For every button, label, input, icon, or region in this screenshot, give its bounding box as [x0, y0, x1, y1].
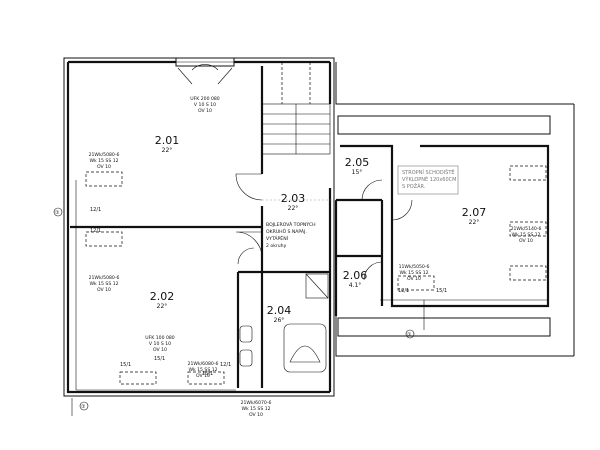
pipe-mark: 12/1: [90, 207, 101, 213]
room-labels: 2.01 22° 2.02 22° 2.03 22° 2.04 26° 2.05…: [150, 134, 487, 324]
svg-text:UFK 200 080: UFK 200 080: [190, 96, 220, 102]
spec-bottom-2-02: UFK 100 080 V 10 S 10 OV 10: [145, 335, 175, 353]
spec-center-2-07: 11Wk/5050-6 Wk 15 SS 12 OV 10: [399, 264, 430, 282]
svg-text:V 10 S 10: V 10 S 10: [149, 341, 171, 347]
svg-text:V 10 S 10: V 10 S 10: [194, 102, 216, 108]
svg-text:21Wk/6070-6: 21Wk/6070-6: [241, 400, 272, 406]
svg-text:Wk 15 SS 12: Wk 15 SS 12: [511, 232, 540, 238]
riser-label: ①: [55, 210, 60, 216]
svg-text:21Wk/5080-6: 21Wk/5080-6: [89, 275, 120, 281]
bathroom-fixtures: [239, 273, 329, 373]
svg-text:11Wk/5050-6: 11Wk/5050-6: [399, 264, 430, 270]
window-specs: UFK 200 080 V 10 S 10 OV 10 21Wk/5080-6 …: [89, 96, 542, 418]
svg-text:21Wk/5140-6: 21Wk/5140-6: [511, 226, 542, 232]
staircase: [261, 62, 331, 155]
svg-text:OV 10: OV 10: [97, 287, 111, 293]
pipe-mark: 12/1: [398, 288, 409, 294]
svg-text:OV 10: OV 10: [198, 108, 212, 114]
room-2-06-temp: 4.1°: [349, 282, 362, 289]
pipe-mark: 12/1: [220, 362, 231, 368]
svg-text:OV 10: OV 10: [97, 164, 111, 170]
pipe-mark: 15/1: [154, 356, 165, 362]
riser-label: ①: [81, 404, 86, 410]
room-2-07-temp: 22°: [469, 219, 480, 226]
room-2-04: 2.04: [267, 304, 292, 317]
spec-bottom-mid: 21Wk/6080-6 Wk 15 SS 12 OV 10: [188, 361, 219, 379]
spec-left-2-02: 21Wk/5080-6 Wk 15 SS 12 OV 10: [89, 275, 120, 293]
spec-left-2-01: 21Wk/5080-6 Wk 15 SS 12 OV 10: [89, 152, 120, 170]
svg-text:Wk 15 SS 12: Wk 15 SS 12: [89, 281, 118, 287]
pipe-mark: 15/1: [436, 288, 447, 294]
svg-text:21Wk/5080-6: 21Wk/5080-6: [89, 152, 120, 158]
room-2-02-temp: 22°: [157, 303, 168, 310]
radiators: [85, 165, 547, 385]
svg-text:OKRUHŮ S NAPÁJ.: OKRUHŮ S NAPÁJ.: [266, 228, 307, 235]
room-2-05: 2.05: [345, 156, 370, 169]
svg-text:OV 10: OV 10: [519, 238, 533, 244]
svg-text:Wk 15 SS 12: Wk 15 SS 12: [399, 270, 428, 276]
room-2-03-temp: 22°: [288, 205, 299, 212]
svg-text:Wk 15 SS 12: Wk 15 SS 12: [89, 158, 118, 164]
spec-bottom-right: 21Wk/6070-6 Wk 15 SS 12 OV 10: [241, 400, 272, 418]
riser-labels: ① ① ①: [55, 210, 412, 410]
svg-text:STROPNÍ SCHODIŠTĚ: STROPNÍ SCHODIŠTĚ: [402, 168, 455, 176]
spec-right-2-07: 21Wk/5140-6 Wk 15 SS 12 OV 10: [511, 226, 542, 244]
room-2-06: 2.06: [343, 269, 368, 282]
svg-text:OV 10: OV 10: [196, 373, 210, 379]
doors: [235, 173, 413, 281]
heating-pipes: [71, 180, 548, 416]
stair-note-2-07: STROPNÍ SCHODIŠTĚ VÝKLOPNÉ 120x60CM S PO…: [402, 168, 456, 190]
svg-text:OV 10: OV 10: [153, 347, 167, 353]
svg-text:21Wk/6080-6: 21Wk/6080-6: [188, 361, 219, 367]
room-2-01: 2.01: [155, 134, 180, 147]
svg-text:OV 10: OV 10: [249, 412, 263, 418]
pipe-mark: 15/1: [120, 362, 131, 368]
room-2-04-temp: 26°: [274, 317, 285, 324]
svg-text:VYTÁPĚNÍ: VYTÁPĚNÍ: [266, 234, 289, 242]
svg-text:Wk 15 SS 12: Wk 15 SS 12: [241, 406, 270, 412]
svg-text:2 okruhy: 2 okruhy: [266, 243, 287, 249]
svg-text:S POŽÁR.: S POŽÁR.: [402, 182, 426, 190]
svg-text:UFK 100 080: UFK 100 080: [145, 335, 175, 341]
spec-top-2-01: UFK 200 080 V 10 S 10 OV 10: [190, 96, 220, 114]
riser-label: ①: [407, 332, 412, 338]
room-2-03: 2.03: [281, 192, 306, 205]
pipe-mark: 12/1: [90, 228, 101, 234]
hall-note: BOJLEROVÁ TOPNÝCH OKRUHŮ S NAPÁJ. VYTÁPĚ…: [266, 221, 316, 249]
room-2-02: 2.02: [150, 290, 175, 303]
riser-markers: [53, 207, 415, 411]
svg-text:Wk 15 SS 12: Wk 15 SS 12: [188, 367, 217, 373]
room-2-01-temp: 22°: [162, 147, 173, 154]
pipe-marks: 12/1 12/1 15/1 15/1 15/1 12/1 12/1 15/1: [90, 207, 447, 377]
stair-hatch-2-07: [397, 165, 459, 195]
svg-text:BOJLEROVÁ TOPNÝCH: BOJLEROVÁ TOPNÝCH: [266, 221, 316, 228]
partitions: [70, 66, 384, 388]
svg-text:VÝKLOPNÉ 120x60CM: VÝKLOPNÉ 120x60CM: [402, 175, 456, 183]
right-block-outline: [335, 62, 575, 357]
window-top-2-01: [175, 57, 235, 85]
outer-walls: [63, 57, 335, 397]
room-2-07: 2.07: [462, 206, 487, 219]
svg-text:OV 10: OV 10: [407, 276, 421, 282]
pipe-mark: 15/1: [202, 371, 213, 377]
room-2-05-temp: 15°: [352, 169, 363, 176]
